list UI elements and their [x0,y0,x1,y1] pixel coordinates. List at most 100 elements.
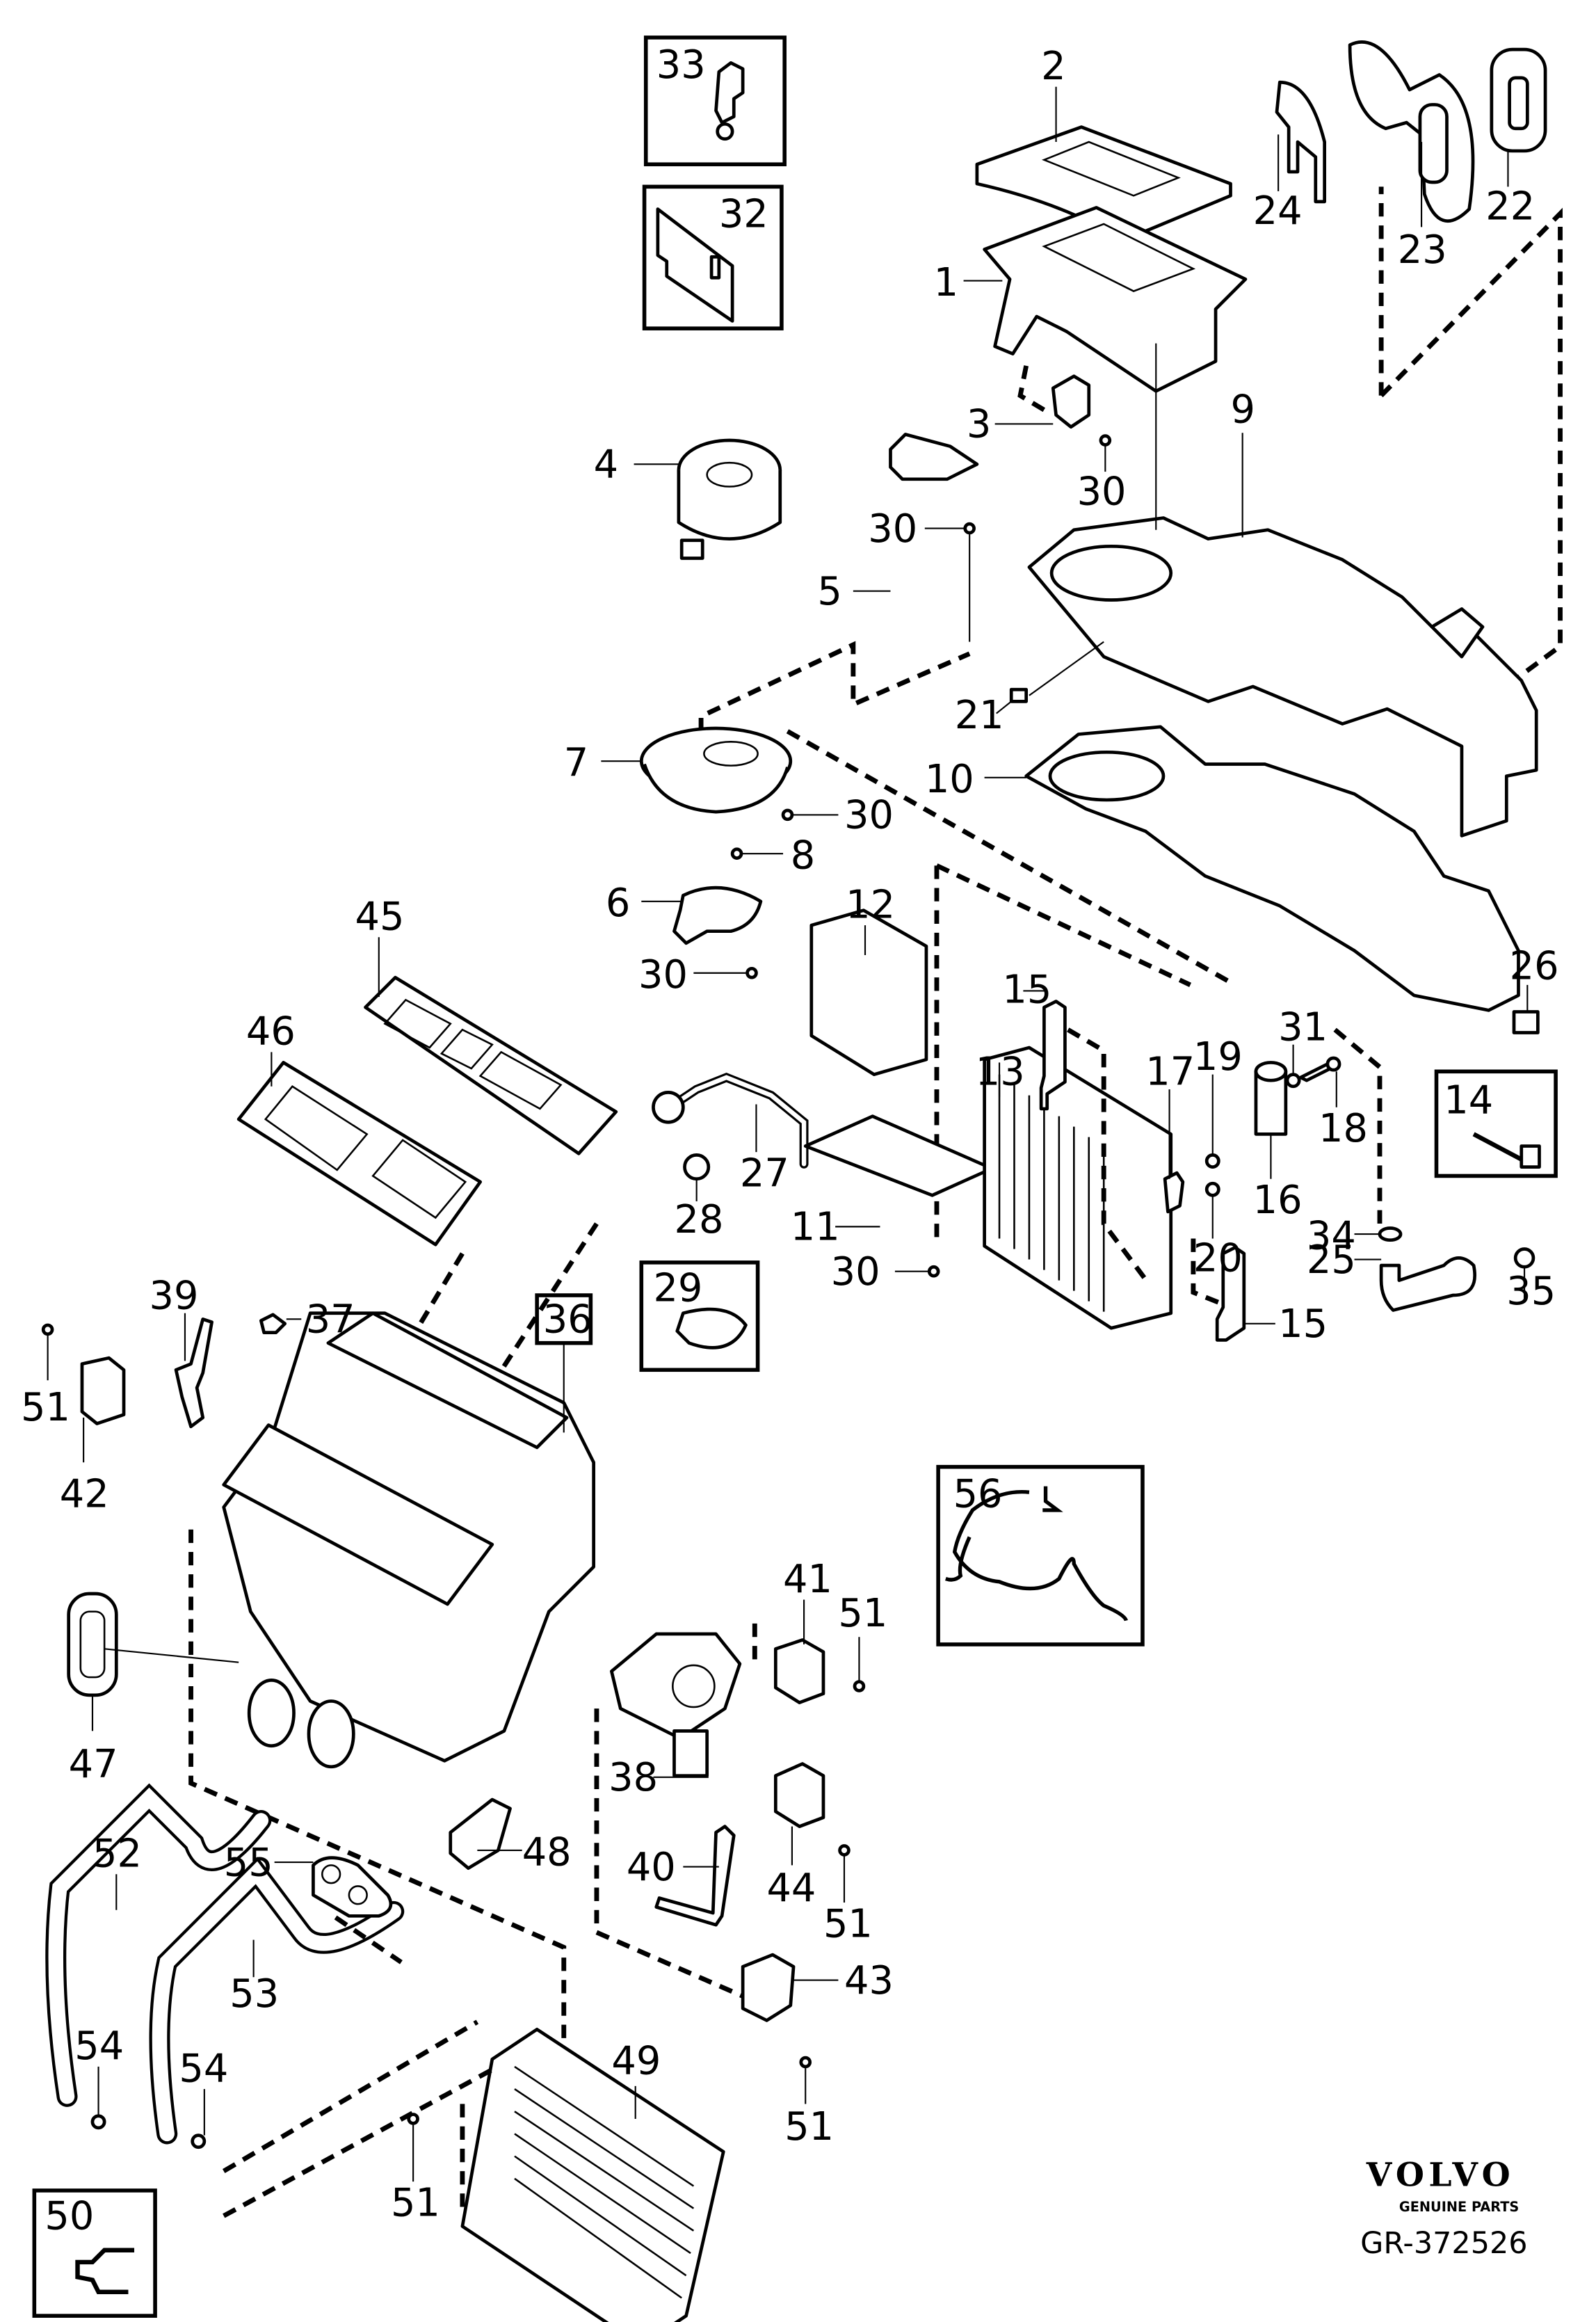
heater-outlet-1 [247,1679,296,1748]
part-47-group[interactable]: 47 [67,1592,239,1787]
part-54b-group[interactable]: 54 [179,2046,228,2149]
part-40-group[interactable]: 40 [627,1825,736,1927]
part-7-group[interactable]: 7 [564,726,793,814]
part-40-rod [654,1825,736,1927]
callout-28: 28 [674,1197,723,1242]
temp-sensor-probe-icon [1472,1132,1526,1163]
part-20-group[interactable]: 20 [1193,1181,1243,1281]
part-49-group[interactable]: 49 [460,2027,725,2322]
part-46-group[interactable]: 46 [236,1009,483,1247]
inset-56[interactable]: 56 [936,1464,1145,1647]
part-37-group[interactable]: 37 [259,1297,355,1343]
callout-27: 27 [740,1151,789,1196]
part-27-group[interactable]: 27 [652,1072,809,1196]
part-18-group[interactable]: 18 [1298,1056,1368,1151]
part-17-group[interactable]: 17 [1145,1050,1195,1214]
part-41-group[interactable]: 41 [773,1557,832,1704]
part-23-opening [1418,103,1449,184]
callout-41: 41 [783,1557,832,1602]
part-49-heater-core [460,2027,725,2322]
callout-26: 26 [1510,943,1559,988]
part-34-group[interactable]: 34 [1307,1214,1403,1259]
part-6-group[interactable]: 6 [606,881,763,945]
part-25-group[interactable]: 25 [1307,1238,1476,1312]
part-42-group[interactable]: 42 [60,1356,126,1517]
part-15-bottom-group[interactable]: 15 [1215,1246,1328,1347]
part-7-housing-base [643,763,789,814]
part-12-group[interactable]: 12 [809,882,928,1076]
bracket-plate-icon [656,207,734,323]
part-55-group[interactable]: 55 [224,1840,393,1918]
part-30-screw-c[interactable]: 30 [781,793,894,838]
callout-3: 3 [967,402,991,447]
part-31-group[interactable]: 31 [1278,1004,1328,1089]
callout-38: 38 [608,1755,658,1800]
callout-16: 16 [1253,1178,1303,1223]
callout-25: 25 [1307,1238,1356,1283]
heater-housing-group[interactable] [222,1311,596,1769]
part-28-group[interactable]: 28 [674,1153,723,1242]
part-54-oring [90,2114,106,2130]
part-10-group[interactable]: 10 [925,725,1520,1012]
part-8-group[interactable]: 8 [730,833,815,879]
dashed-guide-actuator [594,1708,762,2006]
part-30-screw-b[interactable]: 30 [868,506,976,642]
part-5-group[interactable]: 5 [817,433,979,614]
part-1-group[interactable]: 1 [934,206,1248,393]
callout-30a: 30 [1077,469,1127,514]
part-19-group[interactable]: 19 [1193,1034,1243,1169]
part-6-motor-cover [672,886,763,945]
part-26-group[interactable]: 26 [1510,943,1559,1034]
callout-39: 39 [149,1273,198,1318]
part-30-screw-d[interactable]: 30 [638,952,758,998]
part-23-group[interactable]: 23 [1348,40,1475,273]
part-51-screw-a[interactable]: 51 [21,1323,70,1430]
part-37-clip [259,1313,287,1335]
part-35-group[interactable]: 35 [1506,1247,1556,1314]
callout-52: 52 [92,1832,142,1877]
part-45-group[interactable]: 45 [355,895,618,1155]
part-24-group[interactable]: 24 [1253,80,1326,234]
part-3-group[interactable]: 3 [967,365,1091,447]
callout-31: 31 [1278,1004,1328,1050]
part-13-group[interactable]: 13 [976,1046,1173,1330]
part-51-screw-e[interactable]: 51 [391,2113,440,2226]
inset-14[interactable]: 14 [1434,1069,1558,1178]
part-41-actuator [773,1638,825,1704]
part-53-group[interactable]: 53 [149,1857,405,2145]
inset-50[interactable]: 50 [32,2188,157,2318]
part-51-screw-b[interactable]: 51 [838,1591,887,1692]
inset-32[interactable]: 32 [642,184,784,330]
inset-33[interactable]: 33 [643,35,787,167]
part-9-upper-housing [1027,516,1538,838]
sensor-plug-icon [1520,1144,1541,1169]
part-51-screw-c[interactable]: 51 [823,1844,873,1946]
callout-55: 55 [224,1840,273,1885]
part-43-group[interactable]: 43 [741,1953,894,2022]
clip-icon [675,1307,748,1350]
part-52-group[interactable]: 52 [45,1783,272,2107]
callout-23: 23 [1398,227,1447,273]
part-22-group[interactable]: 22 [1485,47,1547,230]
part-39-group[interactable]: 39 [149,1273,213,1429]
heater-housing-top-frame [222,1423,494,1606]
part-38-flap [672,1729,709,1778]
part-30-screw-a[interactable]: 30 [1077,434,1127,515]
part-48-seal [449,1797,512,1871]
part-38-group[interactable]: 38 [608,1632,742,1800]
part-51-screw-d[interactable]: 51 [784,2056,834,2149]
part-9-group[interactable]: 9 [1027,343,1538,838]
part-48-group[interactable]: 48 [449,1797,572,1875]
part-26-block [1512,1010,1540,1034]
part-44-group[interactable]: 44 [766,1762,825,1911]
inset-29[interactable]: 29 [639,1260,760,1372]
part-4-group[interactable]: 4 [594,438,782,560]
part-54a-group[interactable]: 54 [74,2024,124,2130]
part-21-group[interactable]: 21 [955,641,1104,738]
screw-icon [927,1265,940,1278]
part-30-screw-e[interactable]: 30 [831,1249,940,1295]
part-11-group[interactable]: 11 [791,1114,994,1250]
part-15-top-group[interactable]: 15 [1002,968,1067,1111]
callout-54b: 54 [179,2046,228,2091]
part-16-group[interactable]: 16 [1253,1061,1303,1223]
